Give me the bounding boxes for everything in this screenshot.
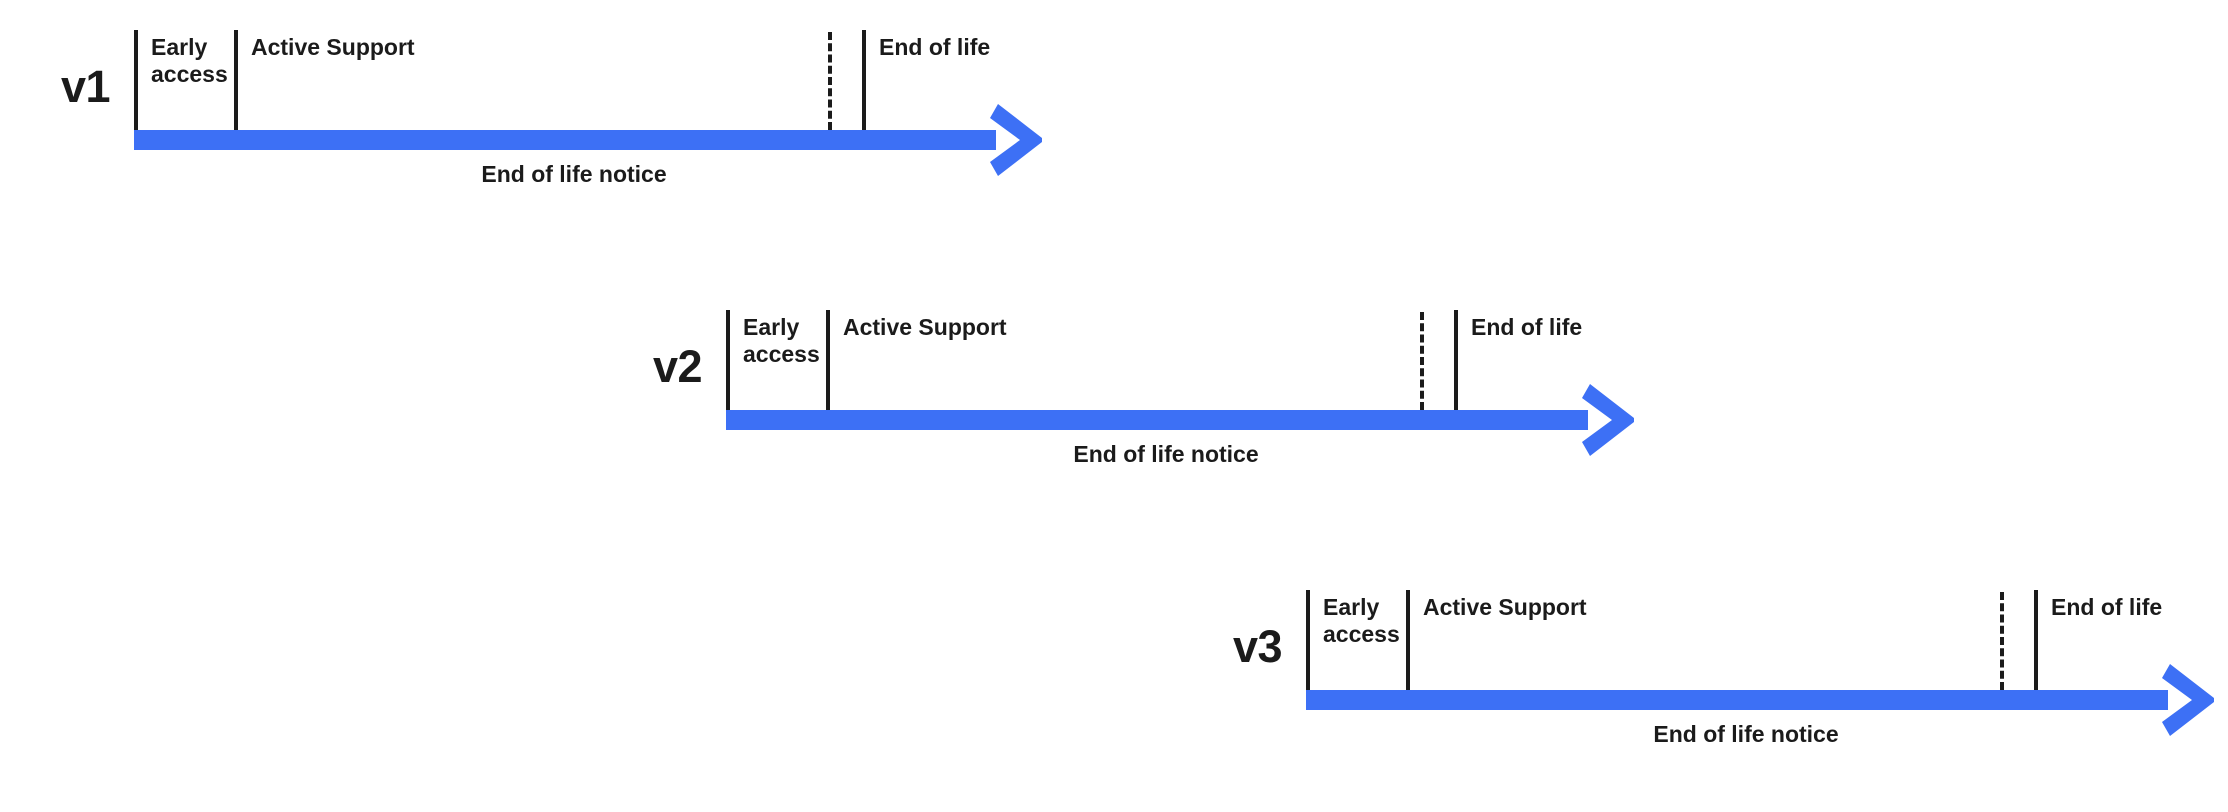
phase-label-end-of-life-v1: End of life: [879, 34, 991, 60]
phase-label-active-support-v2: Active Support: [843, 314, 1007, 340]
phase-end-of-life-v2: End of life: [1454, 310, 1644, 410]
phase-end-of-life-v1: End of life: [862, 30, 1052, 130]
timeline-bar-v2: [726, 410, 1588, 430]
bar-caption-v3: End of life notice: [1653, 721, 1839, 747]
bar-caption-v2: End of life notice: [1073, 441, 1259, 467]
phase-active-support-v3: Active Support: [1406, 590, 2022, 690]
phase-active-support-v1: Active Support: [234, 30, 850, 130]
version-label-v3: v3: [1232, 621, 1283, 672]
phase-label-early-access-v1: Early access: [151, 34, 228, 87]
timeline-bar-v1: [134, 130, 996, 150]
bar-caption-v1: End of life notice: [481, 161, 667, 187]
phase-active-support-v2: Active Support: [826, 310, 1442, 410]
timeline-bar-v3: [1306, 690, 2168, 710]
phase-label-early-access-v3: Early access: [1323, 594, 1400, 647]
phase-early-access-v3: Early access: [1306, 590, 1406, 690]
phase-label-end-of-life-v3: End of life: [2051, 594, 2163, 620]
phase-label-active-support-v3: Active Support: [1423, 594, 1587, 620]
phase-label-early-access-v2: Early access: [743, 314, 820, 367]
arrow-head-icon-v1: [990, 104, 1042, 176]
phase-end-of-life-v3: End of life: [2034, 590, 2224, 690]
version-label-v1: v1: [60, 61, 111, 112]
eol-notice-marker-v2: [1420, 312, 1424, 410]
eol-notice-marker-v1: [828, 32, 832, 130]
phase-label-end-of-life-v2: End of life: [1471, 314, 1583, 340]
phase-early-access-v2: Early access: [726, 310, 826, 410]
eol-notice-marker-v3: [2000, 592, 2004, 690]
version-label-v2: v2: [652, 341, 703, 392]
arrow-head-icon-v2: [1582, 384, 1634, 456]
arrow-head-icon-v3: [2162, 664, 2214, 736]
phase-label-active-support-v1: Active Support: [251, 34, 415, 60]
phase-early-access-v1: Early access: [134, 30, 234, 130]
